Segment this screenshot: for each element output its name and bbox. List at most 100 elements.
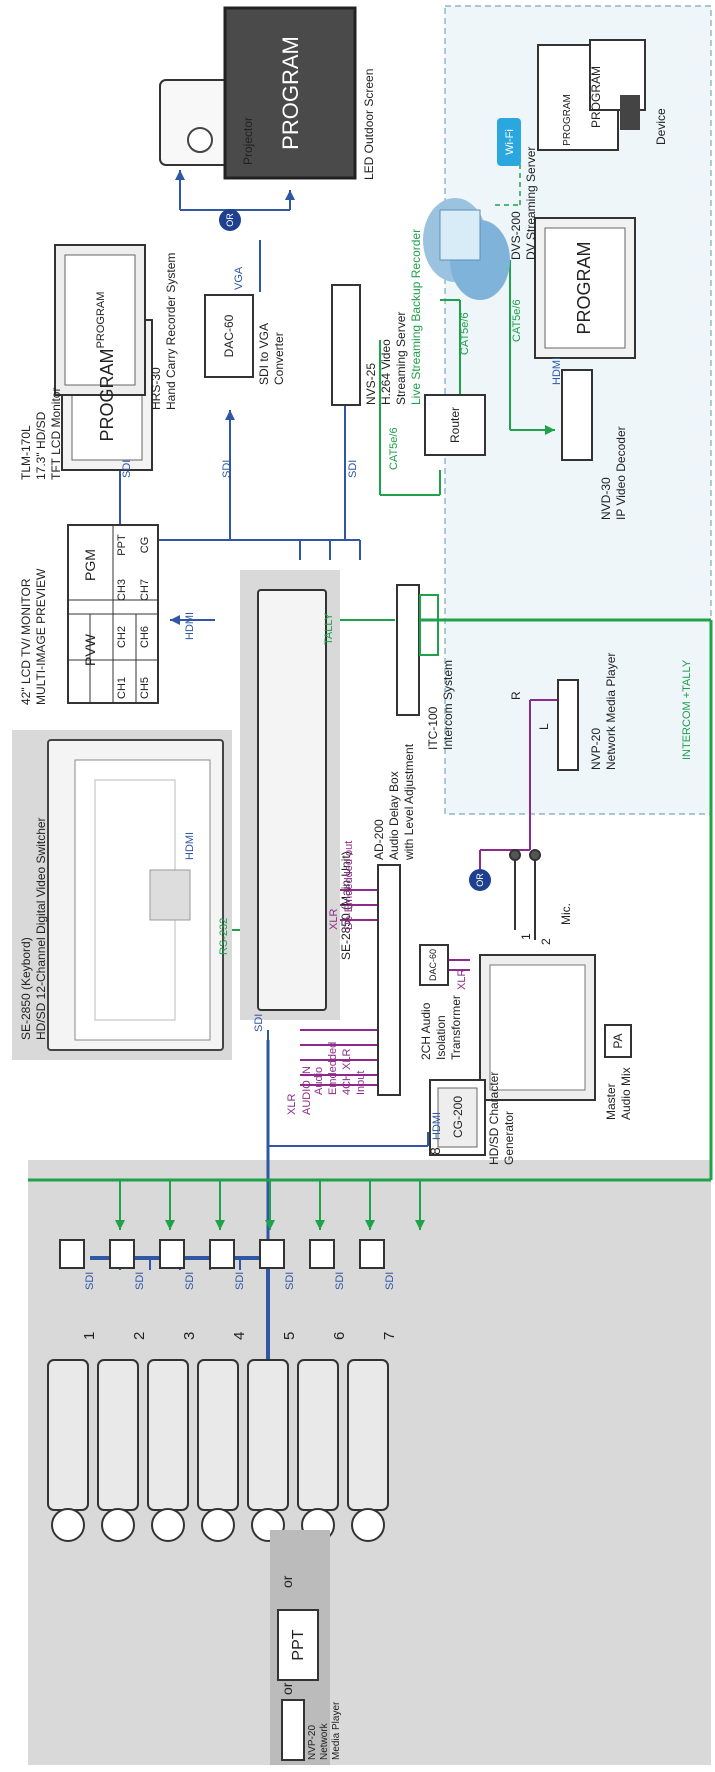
sig-xlr-in-2: AUDIO IN — [301, 1066, 313, 1115]
itc-desc: Intercom System — [441, 660, 455, 750]
mic-num-1: 1 — [519, 933, 533, 940]
cg-generator — [429, 1079, 486, 1156]
nvs-model: NVS-25 — [364, 363, 378, 405]
mv-ch5: CH5 — [139, 677, 151, 699]
tlm-program: PROGRAM — [97, 348, 117, 441]
camera-sdi-label: SDI — [84, 1272, 96, 1290]
ppt-label: PPT — [290, 1629, 307, 1660]
tlm-size: 17.3" HD/SD — [34, 411, 48, 480]
nvs-desc-2: Streaming Server — [394, 312, 408, 405]
nvp-small-1: NVP-20 — [307, 1725, 318, 1760]
or-text-2: or — [279, 1575, 295, 1588]
sig-xlr-deemb-2: De-Emdedded out — [343, 841, 355, 930]
dac-desc-1: SDI to VGA — [257, 323, 271, 385]
ad-delay-box — [377, 864, 401, 1096]
camera-number: 4 — [231, 1332, 248, 1340]
sig-num-8: 8 — [427, 1147, 443, 1155]
camera-tally-box — [209, 1239, 235, 1269]
ad-model: AD-200 — [372, 819, 386, 860]
nvs-desc-1: H.264 Video — [379, 339, 393, 405]
camera-lens — [201, 1508, 235, 1542]
sig-cat5e-3: CAT5e/6 — [511, 299, 523, 342]
camera-sdi-label: SDI — [234, 1272, 246, 1290]
alt-sources — [270, 1530, 330, 1765]
mv-pgm: PGM — [82, 549, 98, 581]
sig-intercom: INTERCOM +TALLY — [681, 659, 693, 760]
camera-sdi-label: SDI — [284, 1272, 296, 1290]
camera-body — [297, 1359, 339, 1511]
transformer-line-3: Transformer — [449, 995, 463, 1060]
camera-body — [147, 1359, 189, 1511]
nvd-model: NVD-30 — [599, 477, 613, 520]
nvp-r: R — [509, 691, 523, 700]
device-program-1: PROGRAM — [589, 66, 603, 128]
sig-hdmi-nvd: HDMI — [551, 357, 563, 385]
camera-number: 5 — [281, 1332, 298, 1340]
dvs-desc: DV Streaming Server — [524, 147, 538, 260]
camera-tally-box — [109, 1239, 135, 1269]
nvp-desc: Network Media Player — [604, 653, 618, 770]
camera-sdi-label: SDI — [134, 1272, 146, 1290]
mv-ch1: CH1 — [116, 677, 128, 699]
nvs-server — [331, 284, 361, 406]
ad-desc-2: with Level Adjustment — [402, 743, 416, 861]
camera-tally-box — [59, 1239, 85, 1269]
sig-xlr-in-1: XLR — [286, 1094, 298, 1115]
or-badge-vga — [219, 209, 241, 231]
mv-ch7: CH7 — [139, 579, 151, 601]
switcher-title: SE-2850 (Keybord) — [19, 937, 33, 1040]
master-mixer — [479, 954, 596, 1101]
sig-hdmi-cg: HDMI — [431, 1112, 443, 1140]
main-unit — [240, 570, 340, 1020]
mv-ch2: CH2 — [116, 626, 128, 648]
transformer-box — [419, 944, 449, 986]
camera-body — [97, 1359, 139, 1511]
led-program: PROGRAM — [278, 36, 303, 150]
camera-tally-box — [159, 1239, 185, 1269]
link-markers — [115, 425, 555, 1230]
transformer-device: DAC-60 — [428, 949, 438, 981]
camera-sdi-label: SDI — [334, 1272, 346, 1290]
camera-number: 6 — [331, 1332, 348, 1340]
led-label: LED Outdoor Screen — [362, 69, 376, 180]
camera-lens — [101, 1508, 135, 1542]
sig-sdi-nvs: SDI — [347, 460, 359, 478]
mic-num-2: 2 — [539, 938, 553, 945]
dac-model: DAC-60 — [222, 314, 236, 357]
nvs-desc-3: Live Streaming Backup Recorder — [409, 229, 423, 405]
master-line-1: Master — [604, 1083, 618, 1120]
or-badge-audio — [469, 869, 491, 891]
mv-pvw: PVW — [82, 633, 98, 666]
camera-body — [197, 1359, 239, 1511]
nvd-program: PROGRAM — [574, 241, 594, 334]
sig-tally: TALLY — [323, 612, 335, 645]
labels-layer: SE-2850 (Keybord) HD/SD 12-Channel Digit… — [19, 36, 668, 1760]
camera-lens — [51, 1508, 85, 1542]
lcd-title: 42" LCD TV/ MONITOR — [19, 578, 33, 705]
or-badge-text-2: OR — [475, 873, 485, 887]
dac-desc-2: Converter — [272, 332, 286, 385]
device-label: Device — [654, 108, 668, 145]
dvs-cloud — [423, 198, 510, 300]
mv-ppt: PPT — [116, 534, 128, 556]
device-group — [537, 39, 646, 151]
sig-audio-emb-4: Input — [355, 1071, 367, 1095]
or-text-1: or — [279, 1682, 295, 1695]
or-badge-text-1: OR — [225, 213, 235, 227]
sig-xlr-transformer: XLR — [456, 969, 468, 990]
tlm-model: TLM-170L — [19, 425, 33, 480]
nvp-l: L — [537, 723, 551, 730]
sig-audio-emb-3: 4CH XLR — [341, 1048, 353, 1095]
sig-sdi-hrs: SDI — [121, 460, 133, 478]
router-box — [424, 394, 486, 456]
wifi-badge — [497, 118, 521, 166]
camera-lens — [351, 1508, 385, 1542]
hrs-desc: Hand Carry Recorder System — [164, 253, 178, 410]
ad-desc-1: Audio Delay Box — [387, 771, 401, 860]
sig-sdi-dac: SDI — [221, 460, 233, 478]
camera-sdi-label: SDI — [384, 1272, 396, 1290]
hrs-model: HRS-30 — [149, 367, 163, 410]
sig-audio-emb-1: Audio — [313, 1067, 325, 1095]
